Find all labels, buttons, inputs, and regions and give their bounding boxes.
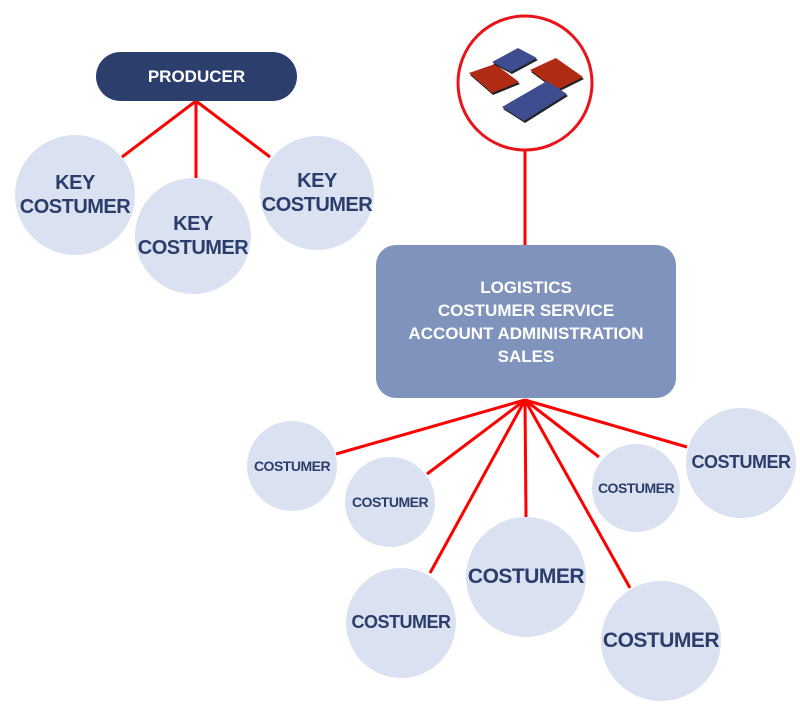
customer-6-circle[interactable] (466, 517, 586, 637)
company-logo-icon (469, 48, 584, 123)
producer-connector-1 (121, 99, 197, 159)
producer-node[interactable]: PRODUCER (96, 52, 297, 101)
customer-7-circle[interactable] (601, 581, 721, 701)
hub-node[interactable]: LOGISTICS COSTUMER SERVICE ACCOUNT ADMIN… (376, 245, 676, 398)
customer-5-label: COSTUMER (351, 612, 452, 633)
customer-3-circle[interactable] (592, 444, 680, 532)
hub-connector-7 (523, 399, 632, 589)
hub-services: LOGISTICS COSTUMER SERVICE ACCOUNT ADMIN… (408, 276, 643, 368)
hub-connector-4 (524, 398, 688, 449)
key-customer-3-circle[interactable] (260, 136, 374, 250)
hub-line-logistics: LOGISTICS (480, 277, 572, 297)
customer-4-label: COSTUMER (691, 452, 792, 473)
hub-connector-3 (524, 398, 600, 459)
key-customer-1-label: KEY COSTUMER (19, 172, 131, 218)
hub-line-account-administration: ACCOUNT ADMINISTRATION (408, 323, 644, 343)
hub-connector-5 (428, 399, 527, 574)
customer-7-label: COSTUMER (602, 629, 720, 653)
key-customer-2-label: KEY COSTUMER (137, 213, 249, 259)
key-customer-1-circle[interactable] (15, 135, 135, 255)
customer-5-circle[interactable] (346, 568, 456, 678)
hub-connector-1 (335, 398, 526, 456)
producer-connector-3 (195, 99, 271, 159)
customer-2-circle[interactable] (345, 457, 435, 547)
hub-connector-6 (523, 399, 528, 519)
logo-ring (456, 14, 594, 152)
hub-connector-2 (426, 398, 526, 476)
key-customer-2-circle[interactable] (135, 178, 251, 294)
hub-line-costumer-service: COSTUMER SERVICE (437, 300, 615, 320)
key-customer-3-label: KEY COSTUMER (261, 170, 373, 216)
customer-4-circle[interactable] (686, 408, 796, 518)
company-logo (456, 14, 594, 152)
customer-1-circle[interactable] (247, 421, 337, 511)
hub-line-sales: SALES (497, 346, 555, 366)
customer-2-label: COSTUMER (351, 493, 429, 510)
customer-1-label: COSTUMER (253, 457, 331, 474)
customer-3-label: COSTUMER (597, 479, 675, 496)
customer-6-label: COSTUMER (467, 565, 585, 589)
